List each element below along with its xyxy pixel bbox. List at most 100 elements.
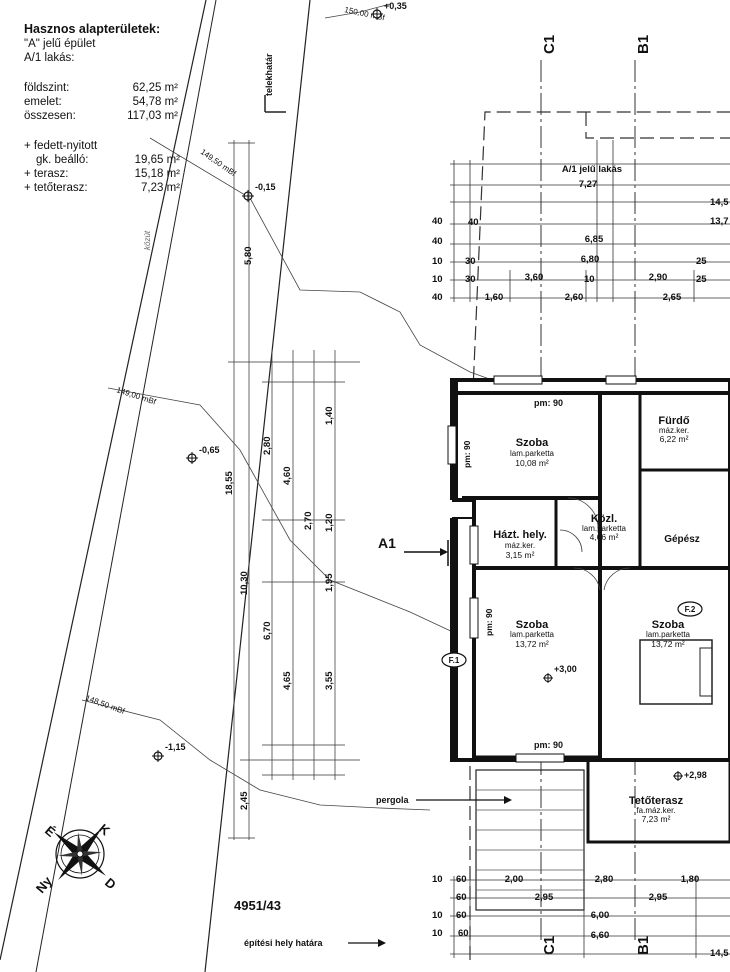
summary-extra-title: + fedett-nyitott: [24, 140, 98, 152]
axis-label-b1: B1: [635, 936, 652, 955]
dimension-small: 30: [465, 274, 476, 285]
section-label: A1: [378, 535, 396, 551]
contour-line: [107, 387, 471, 641]
dimension-value: 6,85: [585, 234, 604, 245]
room-bathroom: Fürdő máz.ker. 6,22 m²: [658, 415, 689, 444]
unit-width: 7,27: [579, 179, 598, 190]
dimension-value: 6,80: [581, 254, 600, 265]
dimension-value: 2,60: [565, 292, 584, 303]
summary-extra-value: 15,18 m²: [135, 168, 181, 180]
dimension-small: 10: [432, 274, 443, 285]
dimension-value: 1,20: [324, 514, 335, 533]
dimension-value: 2,95: [649, 892, 668, 903]
dimension-value: 2,65: [663, 292, 682, 303]
room-name: Fürdő: [658, 415, 689, 427]
dimension-value: 4,65: [282, 671, 293, 690]
axis-label-b1: B1: [635, 35, 652, 54]
spot-elevation: -0,15: [242, 182, 276, 202]
dimension-value: 13,7: [710, 216, 729, 227]
opening-labels: pm: 90 pm: 90 pm: 90 pm: 90: [462, 398, 563, 750]
dimension-small: 60: [456, 874, 467, 885]
level-label: +2,98: [684, 770, 707, 780]
spot-elevation: -0,65: [186, 445, 220, 464]
axis-label-c1: C1: [541, 936, 558, 955]
elevation-label: -0,15: [255, 182, 276, 192]
dimension-value: 1,60: [485, 292, 504, 303]
dimension-small: 40: [432, 292, 443, 303]
dimension-small: 40: [432, 216, 443, 227]
dimension-value: 1,95: [324, 573, 335, 592]
opening-label: pm: 90: [462, 440, 472, 468]
summary-extra-value: 7,23 m²: [141, 182, 180, 194]
summary-row-label: földszint:: [24, 82, 69, 94]
room-bedroom: Szoba lam.parketta 13,72 m²: [646, 619, 691, 649]
top-dimensions: 40 40 40 10 10 40 30 30 10 25 25 A/1 jel…: [432, 140, 730, 303]
dimension-small: 10: [584, 274, 595, 285]
dimension-small: 10: [432, 256, 443, 267]
level-label: +3,00: [554, 664, 577, 674]
dimension-small: 10: [432, 928, 443, 939]
elevation-label: -0,65: [199, 445, 220, 455]
parcel-number: 4951/43: [234, 898, 281, 913]
facade-tags: F.1 F.2: [441, 601, 703, 668]
dimension-value: 6,60: [591, 930, 610, 941]
opening-label: pm: 90: [534, 398, 563, 408]
rooms: Szoba lam.parketta 10,08 m² Fürdő máz.ke…: [493, 415, 700, 824]
dimension-value: 2,00: [505, 874, 524, 885]
spot-elevation: -1,15: [152, 742, 186, 762]
compass-east: K: [96, 821, 113, 839]
dimension-small: 30: [465, 256, 476, 267]
dimension-small: 25: [696, 256, 707, 267]
room-mechanical: Gépész: [664, 534, 700, 545]
section-marker: A1: [378, 535, 449, 566]
dimension-value: 4,60: [282, 467, 293, 486]
room-name: Szoba: [516, 619, 549, 631]
room-finish: lam.parketta: [510, 630, 555, 639]
opening-label: pm: 90: [484, 608, 494, 636]
room-area: 4,66 m²: [590, 532, 619, 542]
area-summary: Hasznos alapterületek: "A" jelű épület A…: [24, 22, 180, 194]
dimension-small: 60: [456, 910, 467, 921]
dimension-small: 25: [696, 274, 707, 285]
room-finish: lam.parketta: [510, 449, 555, 458]
compass-south: D: [102, 875, 119, 893]
compass-north: É: [42, 823, 59, 840]
dimension-value: 6,70: [262, 622, 273, 641]
dimension-value: 2,45: [239, 791, 250, 810]
room-bedroom: Szoba lam.parketta 13,72 m²: [510, 619, 555, 649]
room-area: 13,72 m²: [651, 639, 685, 649]
dimension-value: 2,80: [595, 874, 614, 885]
summary-unit: A/1 lakás:: [24, 52, 75, 64]
dimension-value: 14,5: [710, 197, 729, 208]
summary-building: "A" jelű épület: [24, 38, 96, 50]
summary-extra-label: gk. beálló:: [36, 154, 88, 166]
dimension-small: 10: [432, 874, 443, 885]
dimension-value: 14,5: [710, 948, 729, 959]
room-name: Házt. hely.: [493, 529, 547, 541]
room-utility: Házt. hely. máz.ker. 3,15 m²: [493, 529, 547, 560]
dimension-value: 3,55: [324, 671, 335, 690]
room-area: 6,22 m²: [660, 434, 689, 444]
spot-elevation: +0,35: [371, 1, 407, 20]
left-dimensions: 5,80 18,55 10,30 2,45 4,60 2,80 6,70 4,6…: [224, 140, 360, 840]
dimension-small: 60: [458, 928, 469, 939]
contour-line: [81, 699, 431, 811]
room-name: Szoba: [652, 619, 685, 631]
street-line: [35, 0, 217, 972]
building-limit-label: építési hely határa: [244, 938, 324, 948]
summary-extra-value: 19,65 m²: [135, 154, 181, 166]
dimension-value: 5,80: [243, 247, 254, 266]
lot-boundary-label: telekhatár: [264, 53, 274, 96]
room-area: 7,23 m²: [642, 814, 671, 824]
lot-boundary-line: [204, 0, 311, 972]
room-finish: lam.parketta: [646, 630, 691, 639]
dimension-small: 40: [432, 236, 443, 247]
contour-line: [149, 137, 521, 391]
room-name: Szoba: [516, 437, 549, 449]
room-corridor: Közl. lam.parketta 4,66 m²: [582, 513, 627, 542]
elevation-label: -1,15: [165, 742, 186, 752]
tag-label: F.1: [449, 656, 460, 665]
compass-icon: [53, 827, 107, 881]
room-name: Közl.: [591, 513, 617, 525]
contour-line: [324, 3, 391, 19]
